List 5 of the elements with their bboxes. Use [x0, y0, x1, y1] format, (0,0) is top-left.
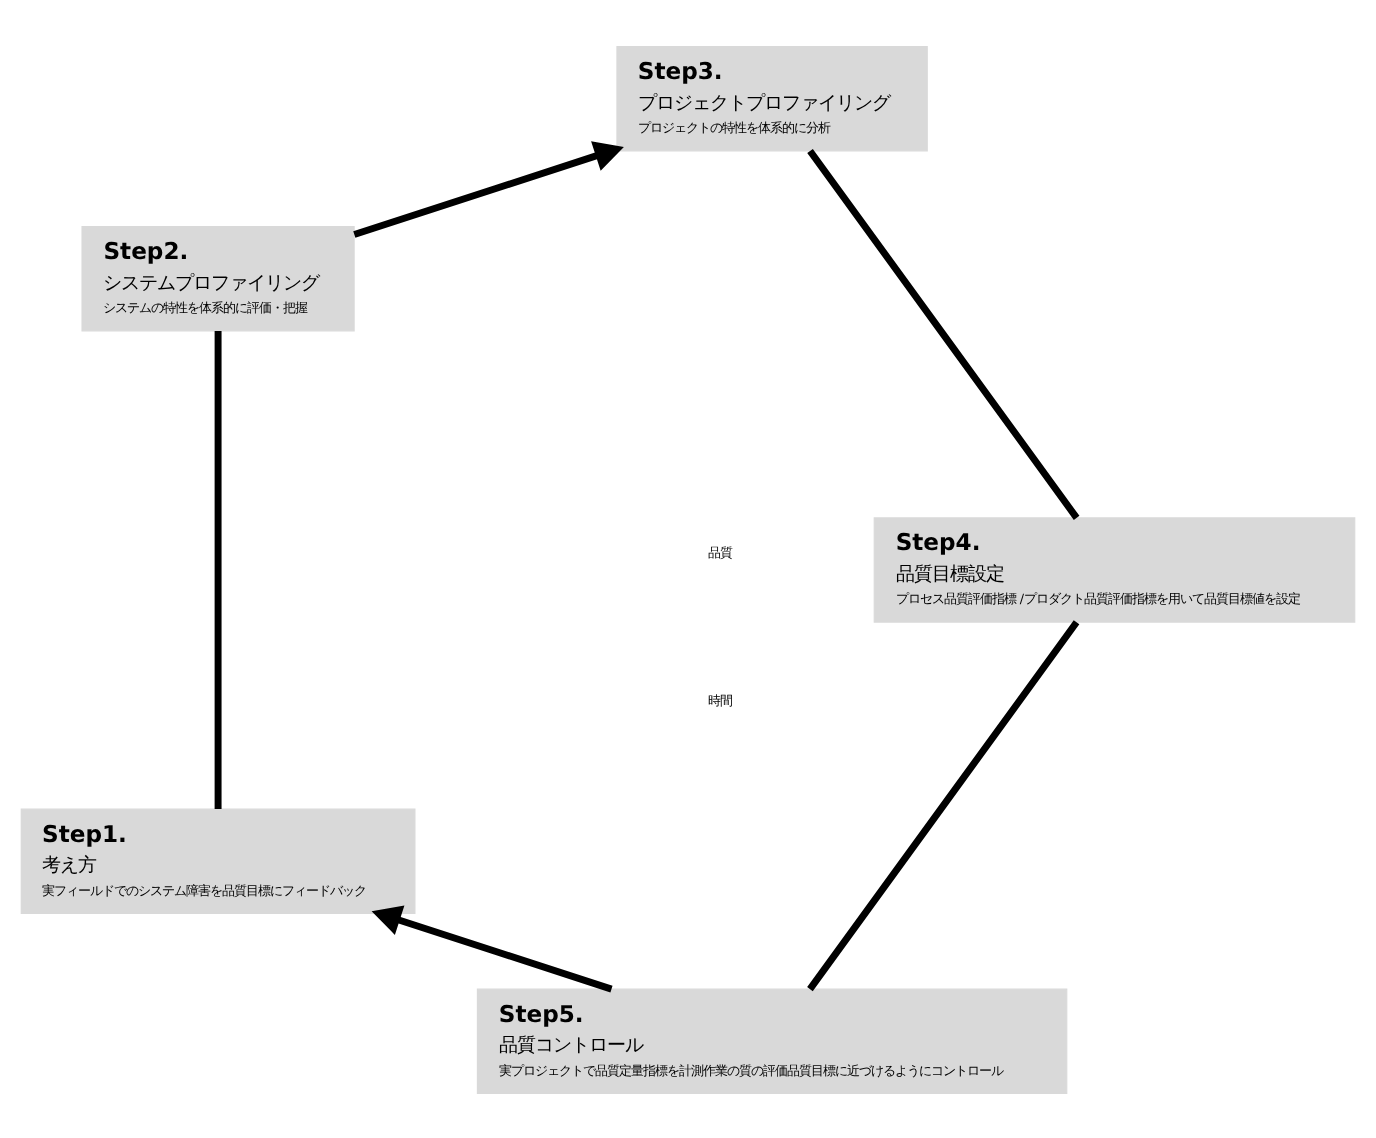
connector — [214, 330, 222, 809]
connector — [807, 147, 1080, 519]
arrow — [353, 140, 624, 237]
connector — [807, 619, 1080, 991]
arrow — [371, 904, 613, 992]
